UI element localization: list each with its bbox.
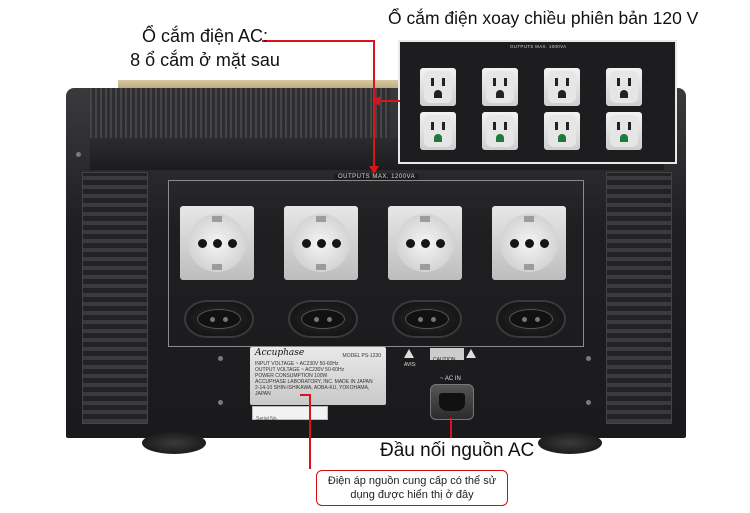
nema-outlet-hospital-grade[interactable] [606, 112, 642, 150]
rear-outlets-annotation: Ổ cắm điện AC: 8 ổ cắm ở mặt sau [110, 24, 300, 72]
nema-outlet-hospital-grade[interactable] [420, 112, 456, 150]
left-heatsink [82, 172, 148, 424]
euro-outlet-1[interactable] [184, 300, 254, 338]
warning-icon [404, 349, 414, 358]
schuko-outlet-2[interactable] [284, 206, 358, 280]
inset-panel-label: OUTPUTS MAX. 1000VA [510, 44, 567, 49]
avis-label: AVIS: [404, 362, 417, 368]
screw-icon [76, 152, 81, 157]
nema-outlet[interactable] [606, 68, 642, 106]
nema-outlet[interactable] [420, 68, 456, 106]
schuko-outlet-3[interactable] [388, 206, 462, 280]
euro-outlet-4[interactable] [496, 300, 566, 338]
annotation-line: Ổ cắm điện AC: [141, 26, 269, 46]
arrow-down-icon [369, 166, 379, 174]
screw-icon [218, 356, 223, 361]
brand-logo: Accuphase [255, 348, 305, 358]
plate-line: ACCUPHASE LABORATORY, INC. MADE IN JAPAN [255, 379, 373, 385]
leader-line-plate [300, 394, 311, 396]
leader-line-outlets [262, 40, 374, 42]
outlet-panel-label: OUTPUTS MAX. 1200VA [334, 174, 420, 180]
screw-icon [218, 400, 223, 405]
schuko-outlet-1[interactable] [180, 206, 254, 280]
nema-outlet-hospital-grade[interactable] [482, 112, 518, 150]
euro-outlet-2[interactable] [288, 300, 358, 338]
leader-line-plate [309, 395, 311, 469]
arrow-left-icon [372, 96, 380, 106]
screw-icon [586, 356, 591, 361]
leader-line-120v [376, 100, 400, 102]
outlet-panel-frame [168, 180, 584, 347]
rating-plate: Accuphase MODEL PS-1230 INPUT VOLTAGE ~ … [250, 347, 386, 405]
euro-outlet-3[interactable] [392, 300, 462, 338]
left-foot [142, 432, 206, 454]
plate-line: OUTPUT VOLTAGE ~ AC230V 50-60Hz [255, 367, 345, 373]
version-120v-annotation: Ổ cắm điện xoay chiều phiên bản 120 V [388, 8, 699, 28]
schuko-outlet-4[interactable] [492, 206, 566, 280]
plate-line: INPUT VOLTAGE ~ AC230V 50-60Hz [255, 361, 339, 367]
voltage-callout: Điện áp nguồn cung cấp có thể sử dụng đư… [316, 470, 508, 506]
leader-line-ac-inlet [450, 418, 452, 438]
nema-outlet[interactable] [482, 68, 518, 106]
ac-inlet-connector[interactable] [430, 384, 474, 420]
screw-icon [586, 400, 591, 405]
top-vent-grille [90, 88, 390, 138]
top-cover-edge [118, 80, 510, 90]
model-label: MODEL PS-1230 [342, 353, 381, 359]
right-heatsink [606, 172, 672, 424]
annotation-line: 8 ổ cắm ở mặt sau [130, 50, 280, 70]
nema-outlet-hospital-grade[interactable] [544, 112, 580, 150]
warning-icon [466, 349, 476, 358]
plate-line: 2-14-10 SHIN-ISHIKAWA, AOBA-KU, YOKOHAMA… [255, 385, 370, 397]
nema-outlet[interactable] [544, 68, 580, 106]
serial-label: Serial No. [252, 406, 328, 422]
ac-in-label: ~ AC IN [440, 376, 461, 382]
caution-label: CAUTION [430, 348, 464, 363]
ac-inlet-annotation: Đầu nối nguồn AC [380, 440, 535, 461]
plate-line: POWER CONSUMPTION 100W [255, 373, 328, 379]
right-foot [538, 432, 602, 454]
